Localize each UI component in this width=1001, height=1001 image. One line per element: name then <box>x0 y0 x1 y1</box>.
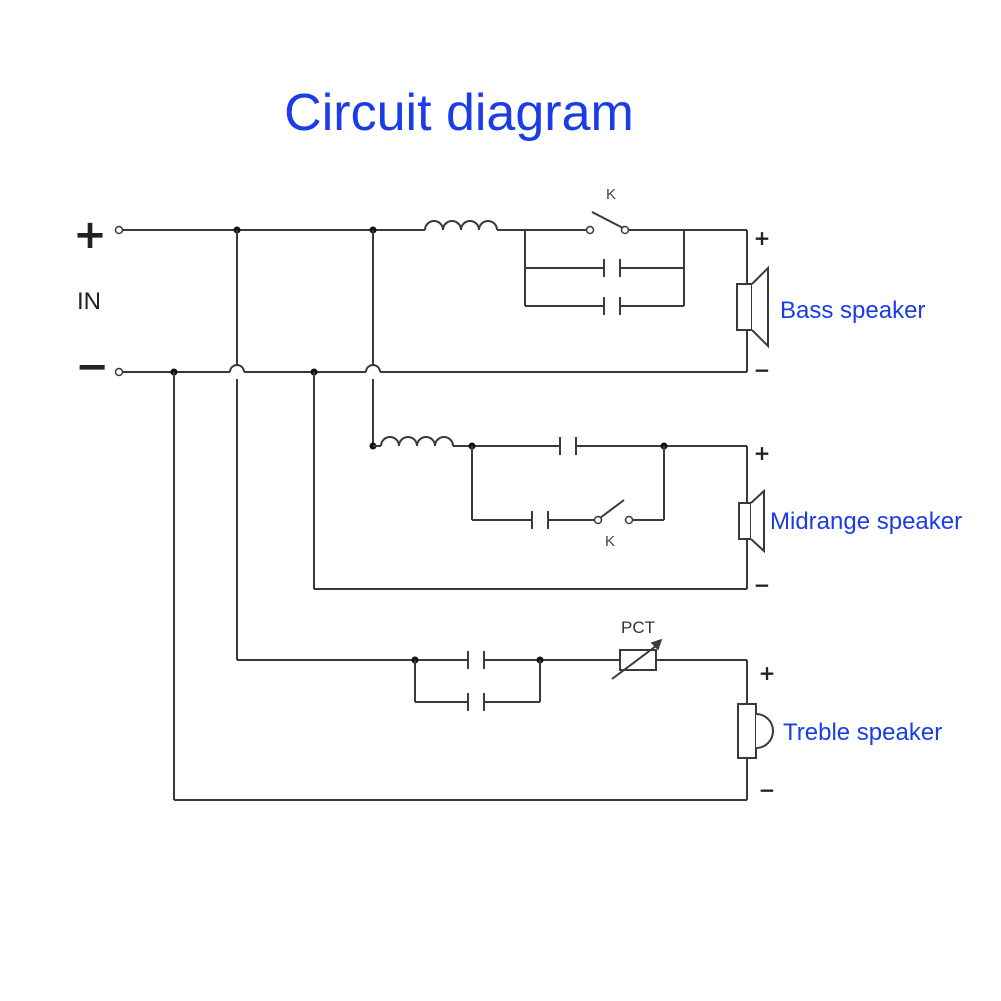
input-label: IN <box>77 288 101 315</box>
midrange-inductor <box>380 436 454 447</box>
bass-switch-label: K <box>606 186 616 203</box>
midrange-speaker-icon <box>738 446 765 589</box>
treble-minus: − <box>759 778 776 802</box>
treble-speaker-icon <box>737 660 774 800</box>
bass-minus: − <box>754 358 771 382</box>
treble-branch <box>174 651 747 801</box>
treble-plus: + <box>759 661 776 685</box>
bass-speaker-icon <box>736 230 769 372</box>
midrange-branch <box>314 436 747 590</box>
bass-inductor <box>424 220 498 231</box>
bass-capacitor-1 <box>525 259 684 277</box>
input-minus-sign: − <box>75 344 109 390</box>
pct-label: PCT <box>621 618 655 637</box>
midrange-plus: + <box>754 441 771 465</box>
midrange-speaker-label: Midrange speaker <box>770 508 962 535</box>
midrange-switch <box>593 499 634 525</box>
bass-capacitor-2 <box>525 297 684 315</box>
bass-speaker-label: Bass speaker <box>780 297 925 324</box>
page-title: Circuit diagram <box>284 84 634 142</box>
negative-rail <box>123 364 747 376</box>
input-plus-terminal <box>114 225 124 235</box>
input-plus-sign: + <box>73 212 107 258</box>
vertical-feeds <box>173 230 374 800</box>
midrange-minus: − <box>754 573 771 597</box>
midrange-switch-label: K <box>605 533 615 550</box>
pct-thermistor-icon <box>611 638 663 680</box>
positive-rail <box>123 220 747 306</box>
bass-plus: + <box>754 226 771 250</box>
input-minus-terminal <box>114 367 124 377</box>
treble-speaker-label: Treble speaker <box>783 719 942 746</box>
bass-switch <box>585 211 630 235</box>
